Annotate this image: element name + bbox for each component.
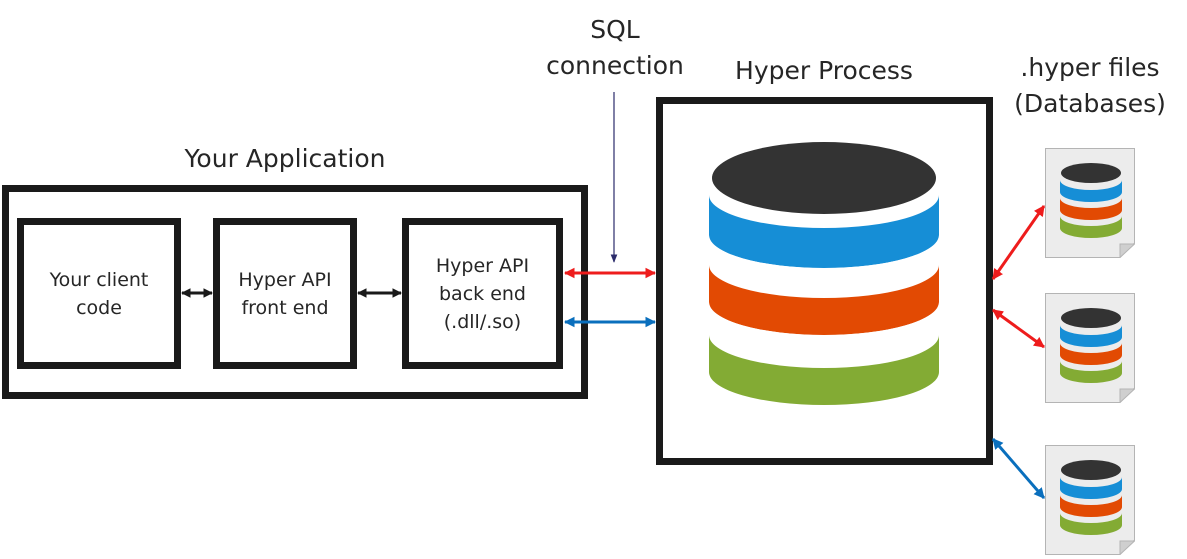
hyper-process-title: Hyper Process	[735, 56, 913, 85]
api-back-end-line1: Hyper API	[435, 254, 530, 277]
api-back-end-box: Hyper API back end (.dll/.so)	[402, 218, 563, 369]
hyper-file-2[interactable]	[1045, 293, 1136, 404]
database-layer-green	[709, 335, 939, 405]
api-front-end-line2: front end	[241, 296, 329, 319]
api-back-end-line2: back end	[439, 282, 526, 305]
sql-connection-label: SQL connection	[530, 12, 700, 84]
file-database-icon	[1045, 293, 1136, 404]
client-code-line1: Your client	[49, 268, 149, 291]
hyper-files-label: .hyper files (Databases)	[1000, 50, 1180, 122]
client-code-line2: code	[76, 296, 122, 319]
hyper-files-line1: .hyper files	[1020, 53, 1160, 82]
database-layer-blue	[709, 195, 939, 268]
database-icon	[709, 142, 939, 405]
hyper-file-3[interactable]	[1045, 445, 1136, 556]
your-application-title: Your Application	[184, 144, 386, 173]
sql-connection-line2: connection	[546, 51, 684, 80]
api-front-end-box: Hyper API front end	[213, 218, 357, 369]
client-code-box: Your client code	[17, 218, 181, 369]
arrow-file-2	[992, 308, 1045, 349]
sql-connection-line1: SQL	[590, 15, 640, 44]
database-top	[712, 142, 936, 214]
file-database-icon	[1045, 445, 1136, 556]
file-database-icon	[1045, 148, 1136, 259]
arrow-file-3	[991, 438, 1046, 499]
arrow-file-1	[991, 205, 1046, 280]
database-layer-orange	[709, 265, 939, 335]
api-back-end-line3: (.dll/.so)	[443, 310, 522, 333]
hyper-files-line2: (Databases)	[1014, 89, 1166, 118]
hyper-file-1[interactable]	[1045, 148, 1136, 259]
api-front-end-line1: Hyper API	[238, 268, 332, 291]
